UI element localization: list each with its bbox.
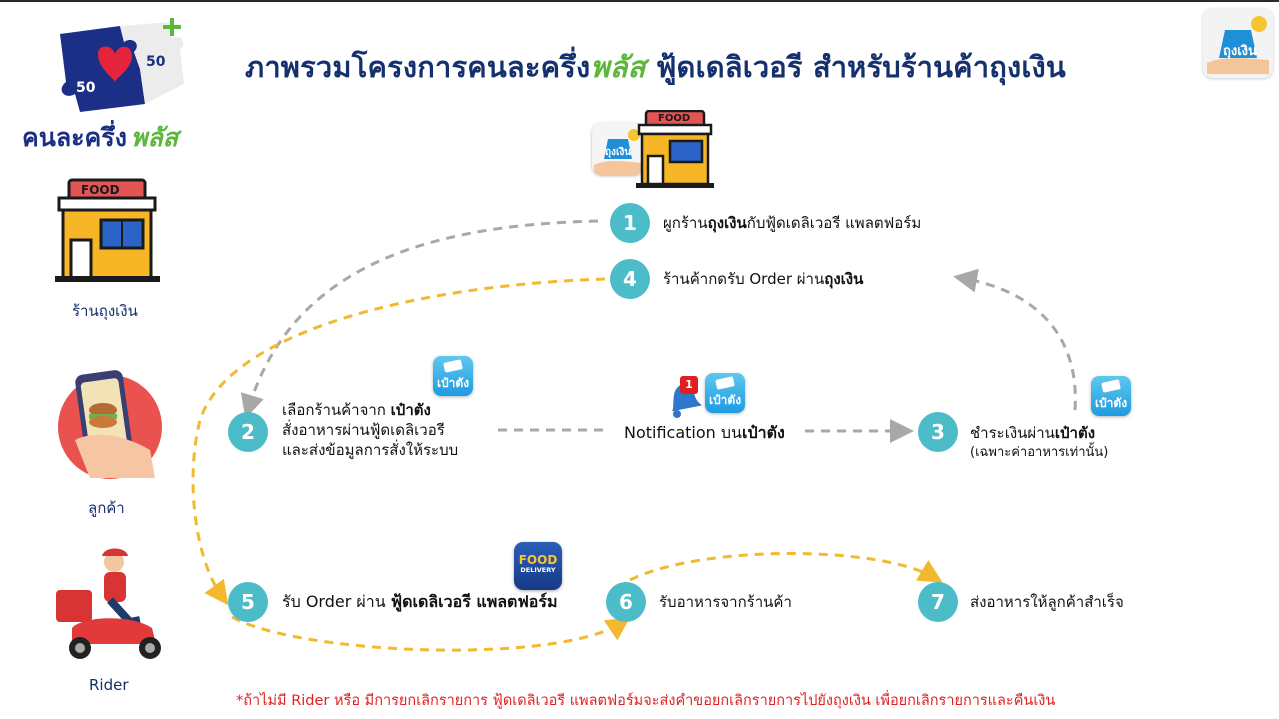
paotang-app-icon-step3: เป๋าตัง xyxy=(1091,376,1131,416)
top-store-sign-text: FOOD xyxy=(658,113,691,124)
step-7-circle: 7 xyxy=(918,582,958,622)
title-part2: พลัส xyxy=(590,50,646,84)
step-2-line1-a: เลือกร้านค้าจาก xyxy=(282,401,391,419)
step-2-line1-b: เป๋าตัง xyxy=(390,401,431,419)
step-2-circle: 2 xyxy=(228,412,268,452)
food-delivery-app-icon: FOOD DELIVERY xyxy=(514,542,562,590)
actor-label-store: ร้านถุงเงิน xyxy=(72,302,138,320)
step-7-text: ส่งอาหารให้ลูกค้าสำเร็จ xyxy=(970,593,1124,611)
step-2-text: เลือกร้านค้าจาก เป๋าตัง สั่งอาหารผ่านฟู้… xyxy=(282,400,458,460)
money-bag-small-icon xyxy=(594,129,642,175)
arrow-step6-to-step7 xyxy=(629,552,943,583)
logo-number-left: 50 xyxy=(76,80,96,96)
logo-text-main: คนละครึ่ง xyxy=(22,123,127,152)
arrow-step4-to-step5 xyxy=(191,277,606,606)
step-5-text-a: รับ Order ผ่าน xyxy=(282,592,391,611)
store-illustration: FOOD xyxy=(55,178,160,283)
thung-ngoen-badge: ถุงเงิน xyxy=(1203,8,1273,78)
notification-count-badge: 1 xyxy=(680,376,698,394)
step-5-text: รับ Order ผ่าน ฟู้ดเดลิเวอรี แพลตฟอร์ม xyxy=(282,592,558,612)
puzzle-logo-icon xyxy=(60,18,184,112)
paotang-app-icon-step2: เป๋าตัง xyxy=(433,356,473,396)
step-1-text-c: กับฟู้ดเดลิเวอรี แพลตฟอร์ม xyxy=(746,214,922,232)
customer-illustration xyxy=(55,370,165,480)
step-1-circle: 1 xyxy=(610,203,650,243)
thung-ngoen-app-text: ถุงเงิน xyxy=(605,147,632,158)
step-4-circle: 4 xyxy=(610,259,650,299)
store-small-icon xyxy=(636,110,714,188)
logo-number-right: 50 xyxy=(146,54,166,70)
logo-text-plus: พลัส xyxy=(130,123,178,152)
top-store-illustration: FOOD xyxy=(636,110,714,188)
scooter-rider-icon xyxy=(56,548,161,659)
actor-label-customer: ลูกค้า xyxy=(88,499,125,517)
step-1-text-b: ถุงเงิน xyxy=(707,214,747,232)
title-part1: ภาพรวมโครงการคนละครึ่ง xyxy=(245,50,591,84)
food-delivery-label-1: FOOD xyxy=(518,553,558,567)
notification-bell: 1 xyxy=(663,376,703,420)
badge-text: ถุงเงิน xyxy=(1223,44,1257,59)
footnote: *ถ้าไม่มี Rider หรือ มีการยกเลิกรายการ ฟ… xyxy=(236,693,1056,709)
title-part3: ฟู้ดเดลิเวอรี สำหรับร้านค้าถุงเงิน xyxy=(645,50,1066,84)
step-3-line1-b: เป๋าตัง xyxy=(1054,424,1096,442)
program-logo: 50 50 คนละครึ่งพลัส xyxy=(20,14,220,159)
rider-illustration xyxy=(52,548,167,663)
money-bag-icon xyxy=(1207,16,1269,74)
step-3-text: ชำระเงินผ่านเป๋าตัง (เฉพาะค่าอาหารเท่านั… xyxy=(970,423,1108,463)
paotang-app-label: เป๋าตัง xyxy=(708,393,742,407)
step-4-text-b: ถุงเงิน xyxy=(824,270,864,288)
paotang-app-label: เป๋าตัง xyxy=(436,376,470,390)
phone-order-icon xyxy=(58,370,162,479)
notification-text-a: Notification บน xyxy=(624,423,742,442)
bell-icon xyxy=(672,384,702,418)
step-1-text-a: ผูกร้าน xyxy=(663,214,708,232)
step-3-circle: 3 xyxy=(918,412,958,452)
step-6-circle: 6 xyxy=(606,582,646,622)
paotang-app-icon-notification: เป๋าตัง xyxy=(705,373,745,413)
food-delivery-label-2: DELIVERY xyxy=(520,566,556,574)
step-5-text-b: ฟู้ดเดลิเวอรี แพลตฟอร์ม xyxy=(390,592,558,611)
paotang-app-label: เป๋าตัง xyxy=(1094,396,1128,410)
step-4-text: ร้านค้ากดรับ Order ผ่านถุงเงิน xyxy=(663,269,863,289)
arrow-step1-to-step2 xyxy=(240,219,599,419)
step-2-line2: สั่งอาหารผ่านฟู้ดเดลิเวอรี xyxy=(282,421,445,439)
store-icon xyxy=(55,178,160,282)
step-5-circle: 5 xyxy=(228,582,268,622)
top-border xyxy=(0,0,1279,2)
step-2-line3: และส่งข้อมูลการสั่งให้ระบบ xyxy=(282,441,459,459)
notification-text-b: เป๋าตัง xyxy=(741,423,785,442)
thung-ngoen-app-icon: ถุงเงิน xyxy=(592,123,644,175)
step-1-text: ผูกร้านถุงเงินกับฟู้ดเดลิเวอรี แพลตฟอร์ม xyxy=(663,213,921,233)
actor-label-rider: Rider xyxy=(89,676,129,694)
notification-text: Notification บนเป๋าตัง xyxy=(624,423,785,443)
page-title: ภาพรวมโครงการคนละครึ่งพลัส ฟู้ดเดลิเวอรี… xyxy=(245,44,1066,90)
store-sign-text: FOOD xyxy=(81,183,120,197)
arrow-step3-to-step4 xyxy=(953,268,1077,411)
step-4-text-a: ร้านค้ากดรับ Order ผ่าน xyxy=(663,270,825,288)
arrow-step5-to-step6 xyxy=(231,615,631,652)
step-3-line1-a: ชำระเงินผ่าน xyxy=(970,424,1055,442)
step-3-line2: (เฉพาะค่าอาหารเท่านั้น) xyxy=(970,445,1109,460)
logo-text: คนละครึ่งพลัส xyxy=(22,118,178,158)
step-6-text: รับอาหารจากร้านค้า xyxy=(659,593,792,611)
